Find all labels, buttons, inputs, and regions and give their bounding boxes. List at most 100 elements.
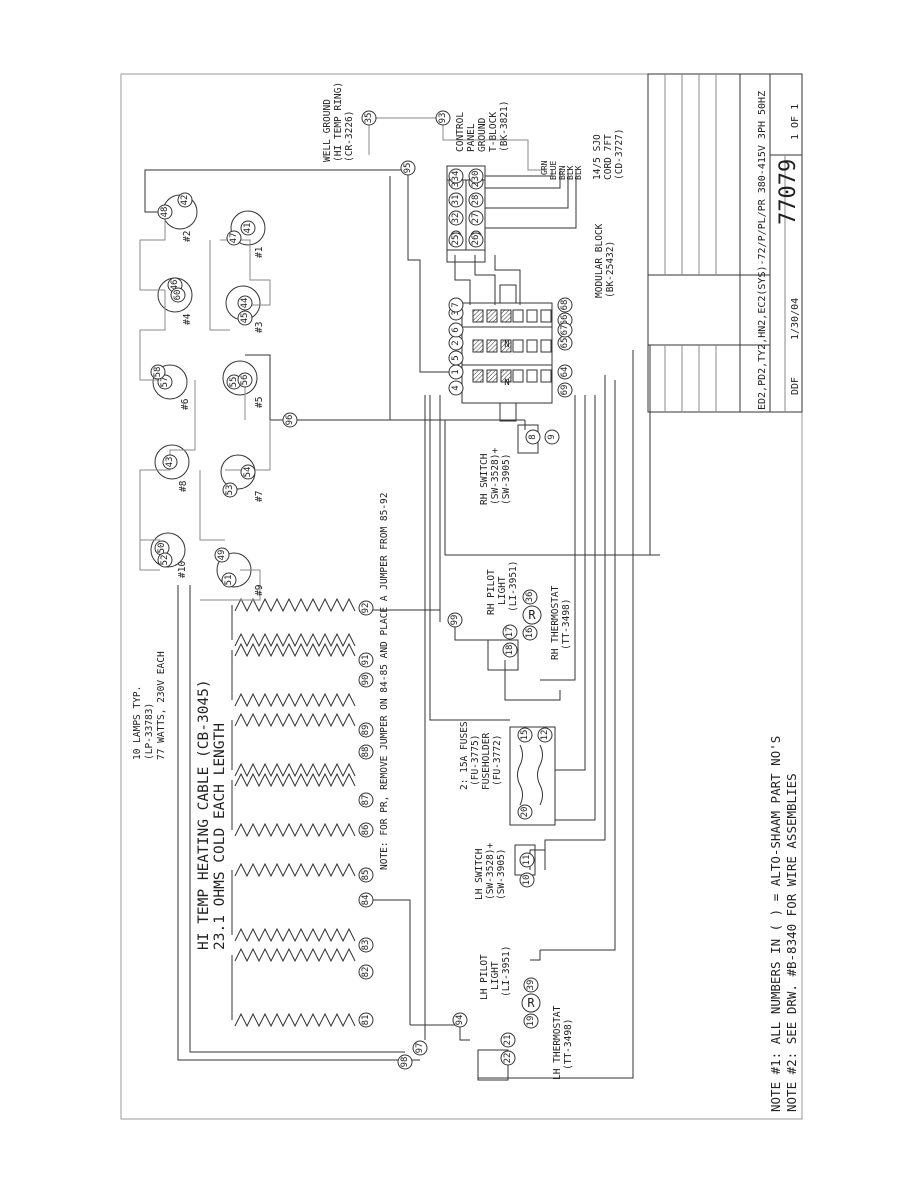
title-drawn: DDF bbox=[790, 377, 801, 395]
node-90: 90 bbox=[358, 672, 374, 688]
node-34: 34 bbox=[448, 168, 464, 184]
modular-block: N N bbox=[461, 284, 553, 422]
node-16: 16 bbox=[522, 625, 538, 641]
heating-cable-length bbox=[234, 1012, 356, 1028]
heating-cable-length bbox=[234, 597, 356, 613]
node-65: 65 bbox=[557, 335, 573, 351]
svg-text:81: 81 bbox=[361, 1015, 371, 1026]
title-sheet: 1 OF 1 bbox=[790, 104, 801, 140]
lh-pilot-1: LH PILOT bbox=[479, 954, 490, 1000]
svg-text:25: 25 bbox=[451, 235, 461, 246]
wire-blk1: BLK bbox=[566, 165, 575, 180]
node-44: 44 bbox=[237, 295, 253, 311]
note-jumper: NOTE: FOR PR, REMOVE JUMPER ON 84-85 AND… bbox=[379, 493, 390, 871]
node-39: 39 bbox=[523, 977, 539, 993]
svg-text:49: 49 bbox=[217, 550, 227, 561]
node-42: 42 bbox=[177, 192, 193, 208]
lh-pilot-2: LIGHT bbox=[490, 961, 501, 990]
svg-text:68: 68 bbox=[560, 300, 570, 311]
heating-cable-length bbox=[234, 642, 356, 658]
heating-cable-length bbox=[234, 762, 356, 778]
svg-text:16: 16 bbox=[525, 628, 535, 639]
svg-text:96: 96 bbox=[285, 415, 295, 426]
node-64: 64 bbox=[557, 364, 573, 380]
note-1: NOTE #1: ALL NUMBERS IN ( ) = ALTO-SHAAM… bbox=[768, 736, 783, 1112]
node-5: 5 bbox=[448, 350, 464, 366]
cable-title: HI TEMP HEATING CABLE (CB-3045) bbox=[196, 679, 212, 950]
node-4: 4 bbox=[448, 380, 464, 396]
fuses-4: (FU-3772) bbox=[492, 735, 503, 786]
node-27: 27 bbox=[468, 210, 484, 226]
node-96: 96 bbox=[282, 412, 298, 428]
node-93: 93 bbox=[435, 110, 451, 126]
title-block: ED2,PD2,TY2,HN2,EC2(SYS)-72/P/PL/PR 380-… bbox=[647, 73, 803, 413]
node-82: 82 bbox=[358, 964, 374, 980]
node-8: 8 bbox=[525, 429, 541, 445]
node-12: 12 bbox=[537, 727, 553, 743]
node-83: 83 bbox=[358, 937, 374, 953]
rh-switch-2: (SW-3528)+ bbox=[490, 448, 501, 505]
lh-thermo-1: LH THERMOSTAT bbox=[552, 1005, 563, 1080]
sheet-border bbox=[120, 73, 803, 1120]
svg-text:10: 10 bbox=[522, 875, 532, 886]
node-41: 41 bbox=[240, 220, 256, 236]
node-20: 20 bbox=[517, 804, 533, 820]
node-87: 87 bbox=[358, 792, 374, 808]
svg-text:65: 65 bbox=[560, 338, 570, 349]
lh-pilot-3: (LI-3951) bbox=[501, 946, 512, 997]
svg-text:53: 53 bbox=[225, 485, 235, 496]
svg-text:42: 42 bbox=[180, 195, 190, 206]
heating-cables bbox=[231, 597, 356, 1028]
lamps-line1: 10 LAMPS TYP. bbox=[132, 686, 143, 760]
note-2: NOTE #2: SEE DRW. #B-8340 FOR WIRE ASSEM… bbox=[784, 773, 799, 1112]
rh-pilot-light: R bbox=[522, 605, 542, 625]
node-21: 21 bbox=[500, 1032, 516, 1048]
svg-text:60: 60 bbox=[173, 290, 183, 301]
lamp-labels: #1#2#3#4#5#6#7#8#9#10 bbox=[177, 231, 265, 596]
title-drawing-no: 77079 bbox=[776, 159, 801, 225]
well-ground-3: (CR-3226) bbox=[344, 111, 355, 162]
svg-text:4: 4 bbox=[451, 385, 461, 390]
svg-text:45: 45 bbox=[240, 313, 250, 324]
svg-text:58: 58 bbox=[153, 367, 163, 378]
node-30: 30 bbox=[468, 168, 484, 184]
rh-thermostat-box bbox=[487, 639, 519, 671]
svg-text:2: 2 bbox=[451, 340, 461, 345]
node-67: 67 bbox=[557, 322, 573, 338]
cord-2: CORD 7FT bbox=[603, 134, 614, 180]
fuses-3: FUSEHOLDER bbox=[481, 733, 492, 790]
svg-text:92: 92 bbox=[361, 603, 371, 614]
svg-text:32: 32 bbox=[451, 213, 461, 224]
lamp-label: #8 bbox=[178, 480, 189, 492]
svg-text:17: 17 bbox=[505, 627, 515, 638]
svg-text:64: 64 bbox=[560, 367, 570, 378]
node-53: 53 bbox=[222, 482, 238, 498]
tblock-2: (BK-3821) bbox=[499, 101, 510, 152]
svg-text:3: 3 bbox=[451, 310, 461, 315]
svg-text:91: 91 bbox=[361, 655, 371, 666]
control-ground-2: PANEL bbox=[466, 123, 477, 152]
svg-text:19: 19 bbox=[526, 1016, 536, 1027]
wire-blue: BLUE bbox=[549, 161, 558, 180]
svg-text:12: 12 bbox=[540, 730, 550, 741]
rh-switch-1: RH SWITCH bbox=[479, 453, 490, 505]
node-51: 51 bbox=[221, 572, 237, 588]
svg-text:83: 83 bbox=[361, 940, 371, 951]
svg-text:31: 31 bbox=[451, 195, 461, 206]
svg-text:55: 55 bbox=[229, 377, 239, 388]
control-ground-3: GROUND bbox=[477, 117, 488, 152]
lamp-label: #6 bbox=[180, 398, 191, 410]
heating-cable-length bbox=[234, 772, 356, 788]
svg-text:69: 69 bbox=[560, 385, 570, 396]
svg-text:84: 84 bbox=[361, 895, 371, 906]
node-52: 52 bbox=[157, 552, 173, 568]
node-11: 11 bbox=[519, 852, 535, 868]
lamp-label: #7 bbox=[254, 491, 265, 502]
cable-ohms: 23.1 OHMS COLD EACH LENGTH bbox=[212, 723, 228, 950]
node-9: 9 bbox=[544, 429, 560, 445]
rh-pilot-2: LIGHT bbox=[497, 576, 508, 605]
node-99: 99 bbox=[447, 612, 463, 628]
svg-text:48: 48 bbox=[160, 207, 170, 218]
svg-text:56: 56 bbox=[240, 375, 250, 386]
svg-text:22: 22 bbox=[503, 1053, 513, 1064]
